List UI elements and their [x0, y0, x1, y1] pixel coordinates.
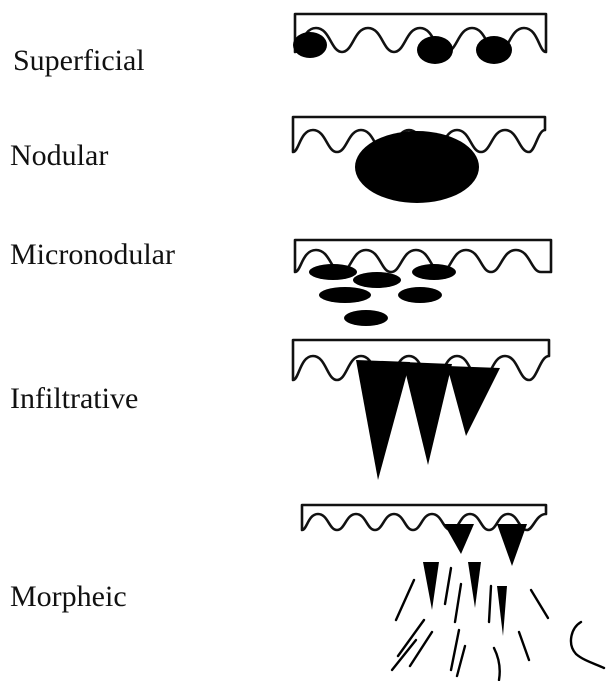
fibrotic-strand: [489, 586, 491, 622]
morpheic-illustration: [302, 505, 604, 680]
fibrotic-strand: [531, 590, 548, 618]
fibrotic-strand: [451, 630, 459, 670]
tumor-nest: [417, 36, 453, 64]
tumor-strand: [403, 362, 452, 465]
tumor-strand: [423, 562, 439, 610]
micronodular-illustration: [295, 240, 551, 326]
fibrotic-strand: [457, 646, 465, 676]
fibrotic-strand: [410, 632, 432, 666]
infiltrative-illustration: [293, 340, 549, 480]
tumor-strand: [468, 562, 481, 608]
fibrotic-strand: [519, 632, 529, 660]
micronodule: [398, 287, 442, 303]
tumor-nest: [476, 36, 512, 64]
micronodule: [412, 264, 456, 280]
micronodule: [353, 272, 401, 288]
micronodule: [344, 310, 388, 326]
fibrotic-strand: [392, 640, 416, 670]
fibrotic-strand: [494, 648, 500, 680]
nodular-illustration: [293, 117, 545, 203]
tumor-strand: [356, 360, 410, 480]
tumor-nodule: [355, 131, 479, 203]
fibrotic-strand: [396, 580, 414, 620]
tumor-strand: [444, 524, 474, 554]
tumor-strand: [497, 586, 507, 636]
superficial-illustration: [293, 14, 546, 64]
fibrotic-strand: [571, 622, 604, 668]
tumor-nest: [293, 32, 327, 58]
micronodule: [309, 264, 357, 280]
tumor-strand: [497, 524, 527, 566]
tumor-strand: [447, 366, 500, 436]
micronodule: [319, 287, 371, 303]
fibrotic-strand: [455, 584, 461, 622]
fibrotic-strand: [445, 568, 451, 604]
